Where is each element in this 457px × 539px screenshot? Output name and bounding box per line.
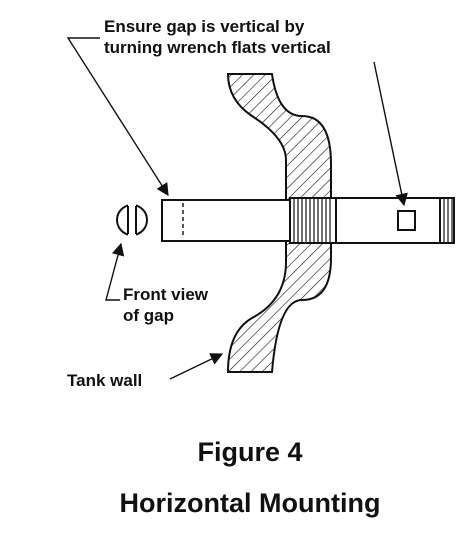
tank-wall-section [226, 73, 332, 373]
wrench-flat [397, 210, 416, 231]
front-view-label-line-2: of gap [123, 306, 174, 325]
figure-title: Horizontal Mounting [120, 488, 381, 518]
gap-instruction-line-2: turning wrench flats vertical [104, 38, 331, 57]
leader-wrench-flats [373, 61, 408, 207]
figure-number: Figure 4 [197, 437, 302, 467]
gap-instruction-line-1: Ensure gap is vertical by [104, 17, 305, 36]
probe-tube-left [161, 199, 291, 242]
probe-body-right [335, 197, 441, 244]
tank-wall-label: Tank wall [67, 371, 142, 390]
leader-front-view [105, 242, 125, 301]
leader-gap-left [66, 37, 169, 197]
leader-tank-wall [169, 353, 224, 380]
probe-thread-end [439, 197, 455, 244]
probe-thread-center [289, 197, 337, 244]
front-view-gap-symbol [116, 203, 148, 237]
front-view-label-line-1: Front view [123, 285, 209, 304]
